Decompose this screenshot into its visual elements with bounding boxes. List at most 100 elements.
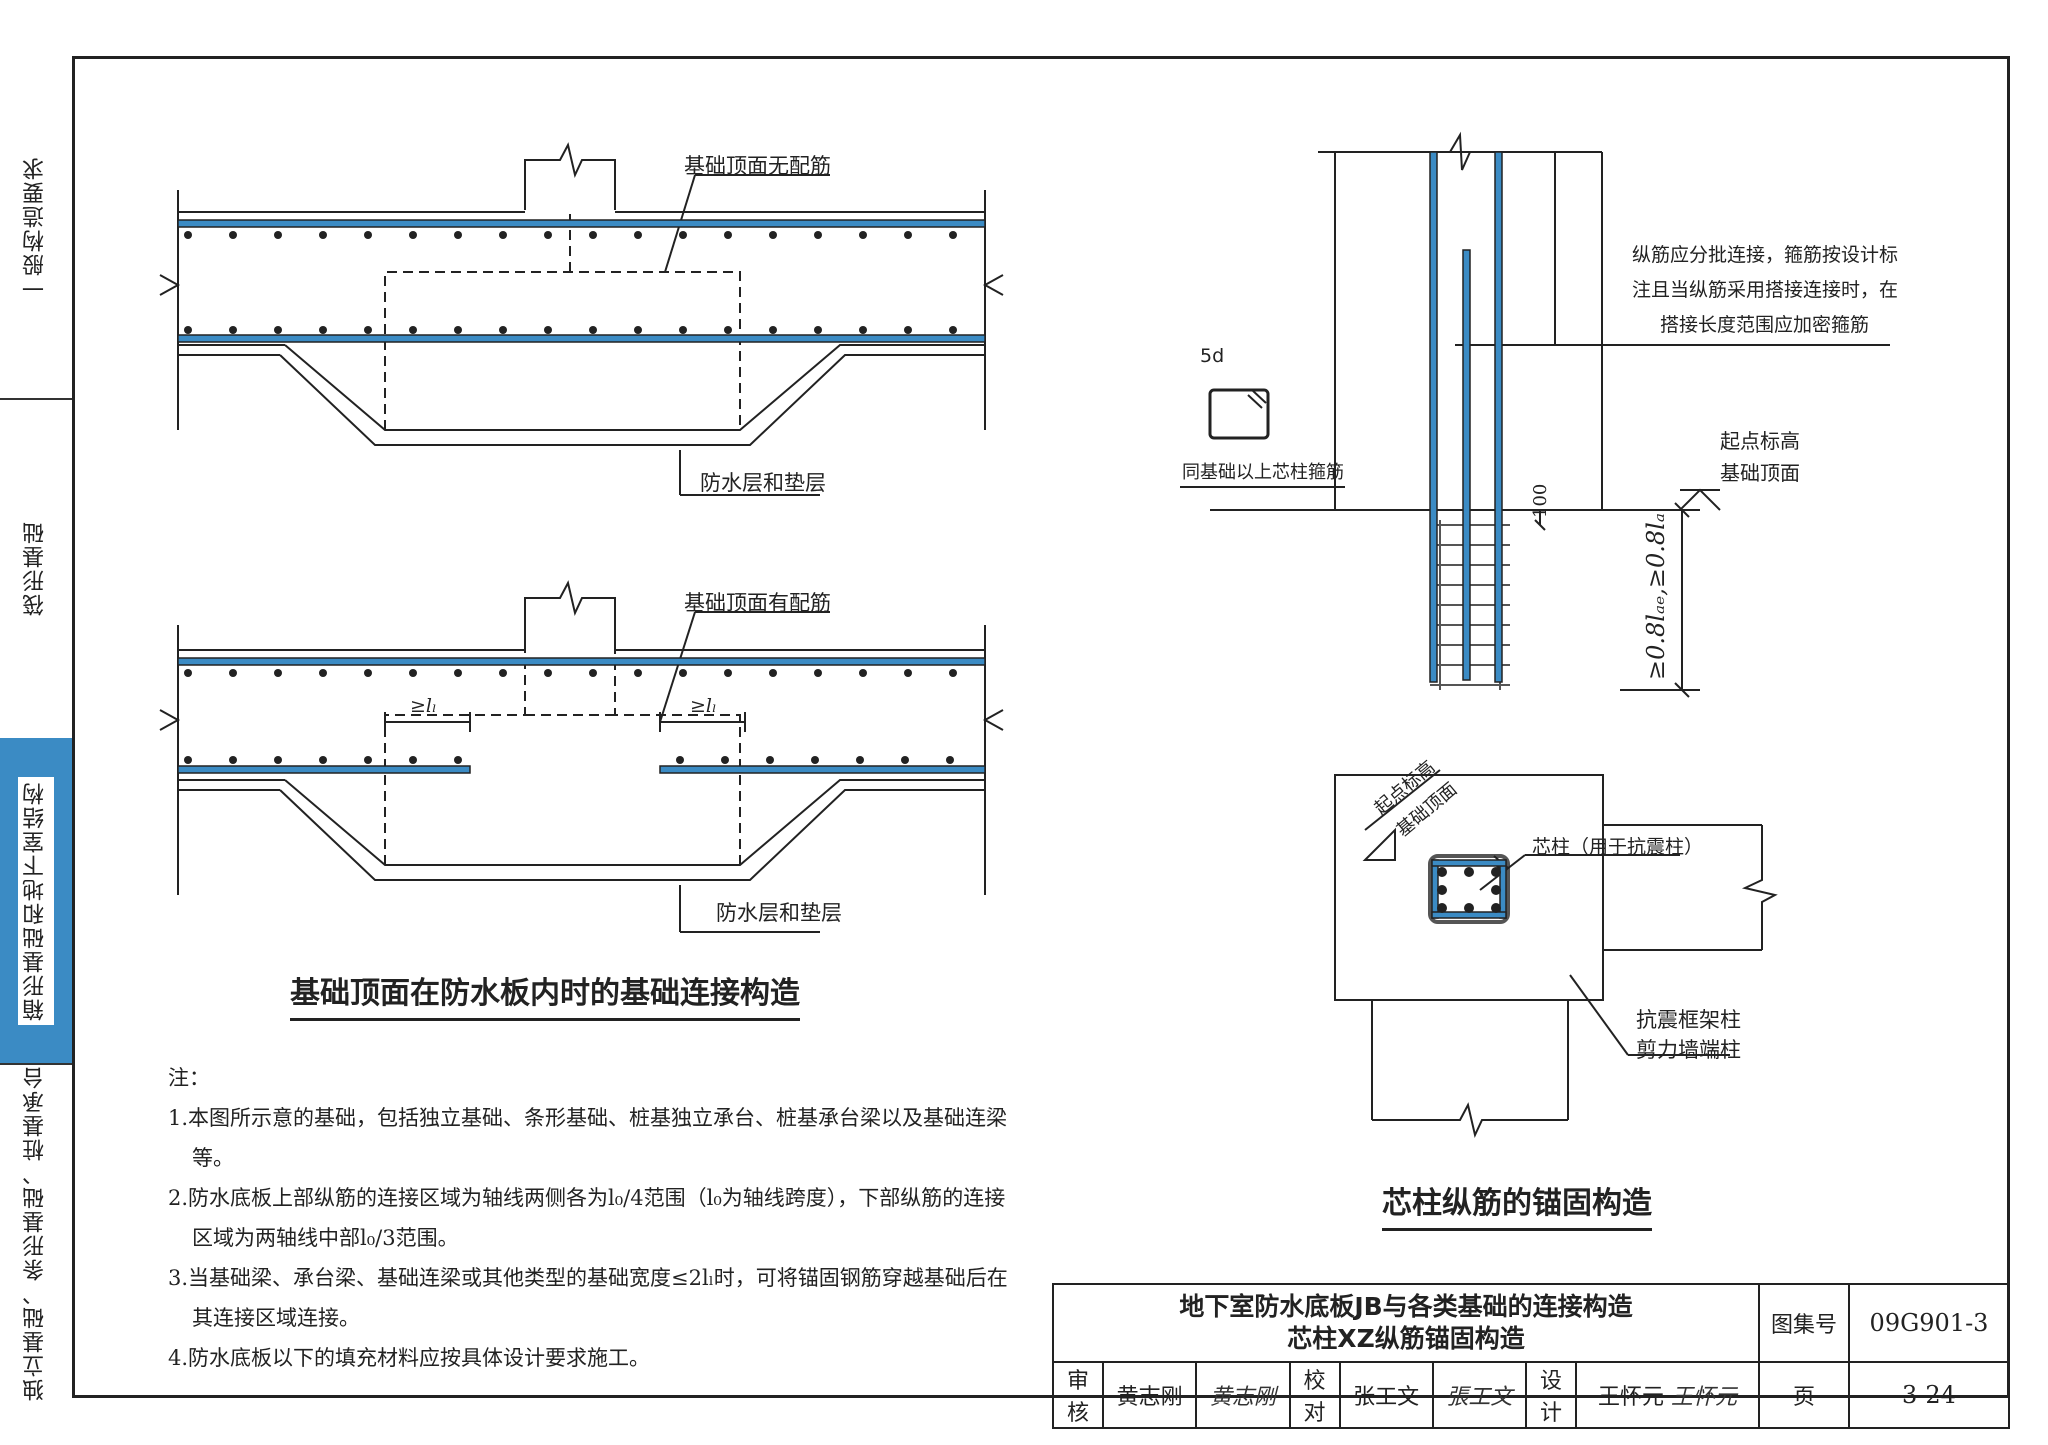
rebar-dot	[319, 756, 327, 764]
rebar-dot	[949, 231, 957, 239]
check-signature: 張工文	[1431, 1361, 1528, 1429]
label-waterproof-layer-lower: 防水层和垫层	[716, 901, 842, 925]
sidebar-item-general[interactable]: 一般构造要求	[0, 58, 72, 400]
lap-length-right: ≥lₗ	[690, 695, 717, 717]
note-item-3: 3.当基础梁、承台梁、基础连梁或其他类型的基础宽度≤2lₗ时，可将锚固钢筋穿越基…	[168, 1266, 1008, 1330]
rebar-dot	[544, 669, 552, 677]
rebar-dot	[949, 326, 957, 334]
rebar-dot	[724, 231, 732, 239]
rebar-dot	[409, 669, 417, 677]
core-rebar-dot	[1491, 903, 1501, 913]
stirrup-label: 同基础以上芯柱箍筋	[1182, 462, 1344, 483]
drawing-title: 地下室防水底板JB与各类基础的连接构造 芯柱XZ纵筋锚固构造	[1052, 1283, 1760, 1363]
core-rebar-dot	[1464, 903, 1474, 913]
dim-100: 100	[1530, 483, 1551, 518]
page-label: 页	[1758, 1361, 1850, 1429]
rebar-dot	[814, 231, 822, 239]
rebar-dot	[319, 231, 327, 239]
rebar-dot	[364, 669, 372, 677]
rebar-dot	[544, 326, 552, 334]
rebar-dot	[856, 756, 864, 764]
rebar-dot	[634, 669, 642, 677]
core-rebar-dot	[1491, 885, 1501, 895]
rebar-dot	[274, 669, 282, 677]
rebar-dot	[676, 756, 684, 764]
rebar-dot	[499, 231, 507, 239]
lap-length-left: ≥lₗ	[410, 695, 437, 717]
atlas-number: 09G901-3	[1848, 1283, 2010, 1363]
notes-heading: 注：	[168, 1066, 210, 1090]
core-rebar-dot	[1437, 867, 1447, 877]
label-top-with-rebar: 基础顶面有配筋	[684, 591, 831, 615]
rebar-dot	[499, 669, 507, 677]
rebar-dot	[859, 231, 867, 239]
rebar-dot	[721, 756, 729, 764]
rebar-dot	[769, 231, 777, 239]
rebar-dot	[814, 326, 822, 334]
rebar-dot	[589, 669, 597, 677]
drawing-title-line-1: 地下室防水底板JB与各类基础的连接构造	[1179, 1292, 1633, 1321]
rebar-dot	[544, 231, 552, 239]
rebar-dot	[634, 326, 642, 334]
rebar-dot	[184, 756, 192, 764]
rebar-dot	[904, 669, 912, 677]
review-signature: 黄志刚	[1195, 1361, 1291, 1429]
rebar-dot	[184, 231, 192, 239]
rebar-dot	[811, 756, 819, 764]
rebar-dot	[634, 231, 642, 239]
review-name: 黄志刚	[1101, 1361, 1198, 1429]
rebar-dot	[229, 326, 237, 334]
title-block: 地下室防水底板JB与各类基础的连接构造 芯柱XZ纵筋锚固构造 图集号 09G90…	[1052, 1283, 2010, 1429]
rebar-dot	[319, 326, 327, 334]
rebar-dot	[409, 326, 417, 334]
rebar-dot	[859, 326, 867, 334]
rebar-dot	[766, 756, 774, 764]
design-label: 设计	[1525, 1361, 1578, 1429]
rebar-dot	[589, 231, 597, 239]
drawing-frame	[72, 56, 2010, 1398]
seismic-column-label: 抗震框架柱	[1636, 1008, 1741, 1032]
rebar-dot	[184, 326, 192, 334]
rebar-dot	[679, 231, 687, 239]
rebar-dot	[274, 756, 282, 764]
core-rebar-dot	[1437, 903, 1447, 913]
core-rebar-dot	[1464, 867, 1474, 877]
rebar-dot	[319, 669, 327, 677]
elevation-label-2: 基础顶面	[1720, 461, 1800, 485]
rebar-dot	[679, 326, 687, 334]
rebar-dot	[229, 231, 237, 239]
core-column-label: 芯柱（用于抗震柱）	[1532, 836, 1704, 858]
rebar-dot	[454, 756, 462, 764]
rebar-dot	[904, 231, 912, 239]
rebar-dot	[184, 669, 192, 677]
rebar-dot	[769, 669, 777, 677]
dim-anchor-length: ≥0.8lₐₑ,≥0.8lₐ	[1642, 513, 1670, 680]
rebar-dot	[364, 326, 372, 334]
note-item-4: 4.防水底板以下的填充材料应按具体设计要求施工。	[168, 1346, 651, 1370]
rebar-dot	[364, 231, 372, 239]
rebar-dot	[409, 231, 417, 239]
note-line-3: 搭接长度范围应加密箍筋	[1660, 314, 1870, 336]
rebar-dot	[229, 669, 237, 677]
page-number: 3-24	[1848, 1361, 2010, 1429]
rebar-dot	[274, 231, 282, 239]
check-label: 校对	[1288, 1361, 1341, 1429]
rebar-dot	[946, 756, 954, 764]
rebar-dot	[409, 756, 417, 764]
elevation-label-1: 起点标高	[1720, 429, 1800, 453]
shear-wall-column-label: 剪力墙端柱	[1636, 1038, 1741, 1062]
label-waterproof-layer: 防水层和垫层	[700, 471, 826, 495]
rebar-dot	[274, 326, 282, 334]
rebar-dot	[364, 756, 372, 764]
rebar-dot	[454, 326, 462, 334]
rebar-dot	[679, 669, 687, 677]
note-line-1: 纵筋应分批连接，箍筋按设计标	[1632, 244, 1899, 266]
rebar-dot	[901, 756, 909, 764]
sidebar-item-box-basement[interactable]: 箱形基础和地下室结构	[0, 738, 72, 1063]
sidebar-item-isolated-strip-pile[interactable]: 独立基础、条形基础、桩基承台	[0, 1063, 72, 1401]
note-line-2: 注且当纵筋采用搭接连接时，在	[1632, 279, 1899, 301]
stirrup-dim-5d: 5d	[1200, 345, 1225, 367]
rebar-dot	[769, 326, 777, 334]
notes: 注： 1.本图所示意的基础，包括独立基础、条形基础、桩基独立承台、桩基承台梁以及…	[168, 1058, 1008, 1378]
